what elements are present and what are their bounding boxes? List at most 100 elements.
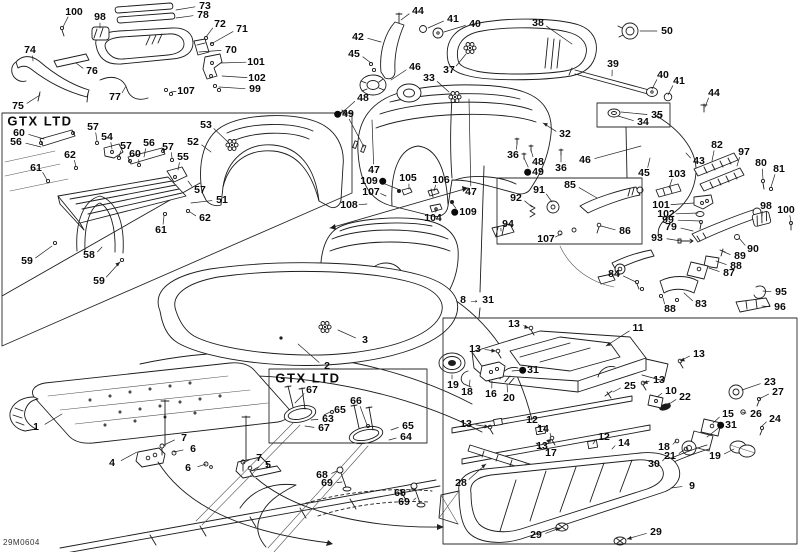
leader-lines: [25, 6, 792, 540]
leader-arrowhead: [491, 348, 496, 353]
leader-line: [35, 245, 53, 259]
gtx-rear-cowl: [200, 115, 344, 209]
leader-line: [359, 406, 368, 426]
leader-arrowhead: [115, 262, 120, 267]
leader-line: [712, 416, 720, 424]
leader-line: [367, 37, 382, 43]
leader-line: [390, 427, 399, 431]
leader-line: [530, 149, 534, 158]
leader-line: [675, 212, 699, 215]
region-box-gtx-ltd-top: [1, 112, 353, 347]
leader-line: [173, 449, 184, 453]
seat-base-pan: [157, 262, 459, 366]
leader-line: [198, 50, 222, 53]
leader-line: [336, 481, 343, 483]
leader-line: [736, 157, 740, 167]
leader-line: [545, 193, 553, 203]
leader-line: [75, 62, 84, 69]
document-code: 29M0604: [3, 538, 40, 547]
leader-line: [436, 81, 450, 93]
leader-line: [789, 215, 792, 223]
leader-line: [380, 193, 387, 197]
leader-line: [242, 459, 250, 464]
leader-line: [118, 150, 121, 158]
leader-line: [74, 160, 77, 168]
leader-line: [143, 148, 146, 158]
leader-line: [170, 91, 177, 93]
leader-line: [506, 383, 508, 393]
leader-line: [670, 202, 695, 205]
leader-line: [594, 145, 642, 159]
leader-line: [523, 157, 529, 168]
leader-line: [337, 329, 356, 339]
front-bumper-assembly: [11, 25, 149, 103]
leader-line: [400, 13, 410, 21]
leader-line: [62, 16, 69, 28]
leader-line: [667, 85, 674, 96]
leader-line: [715, 260, 727, 265]
region-box-rear-rack: [442, 317, 798, 545]
leader-line: [666, 238, 682, 242]
leader-line: [600, 225, 616, 231]
leader-arrowhead: [627, 535, 632, 540]
leader-line: [758, 393, 769, 400]
region-box-gtx-ltd-bottom: [268, 368, 428, 444]
leader-line: [120, 451, 138, 461]
leader-line: [371, 119, 374, 165]
leader-line: [592, 439, 596, 445]
leader-line: [511, 370, 520, 372]
leader-line: [362, 56, 372, 64]
leader-arrowhead: [643, 380, 648, 385]
leader-line: [177, 162, 180, 171]
leader-line: [97, 246, 103, 253]
leader-line: [468, 98, 472, 187]
leader-line: [331, 470, 338, 474]
leader-line: [605, 330, 630, 347]
leader-line: [578, 187, 598, 199]
leader-line: [455, 53, 467, 67]
leader-line: [390, 69, 407, 81]
leader-line: [670, 486, 683, 489]
leader-line: [723, 251, 731, 255]
leader-line: [26, 94, 41, 104]
leader-line: [617, 115, 634, 121]
leader-line: [218, 86, 246, 90]
leader-line: [724, 448, 735, 455]
leader-line: [163, 439, 175, 446]
leader-line: [620, 111, 648, 115]
leader-line: [175, 15, 194, 19]
leader-line: [297, 343, 320, 363]
leader-arrowhead: [606, 342, 611, 346]
leader-line: [358, 203, 368, 206]
leader-line: [761, 305, 771, 308]
main-seat: [339, 84, 564, 217]
leader-line: [443, 25, 466, 33]
reference-lines: [478, 126, 628, 319]
right-side-parts: [634, 152, 793, 313]
leader-line: [612, 387, 621, 393]
bottom-plate-assembly: [9, 362, 444, 546]
leader-line: [451, 202, 457, 209]
leader-arrowhead: [481, 464, 486, 469]
leader-arrowhead: [666, 402, 671, 406]
leader-line: [348, 118, 365, 148]
leader-line: [25, 142, 42, 148]
leader-line: [662, 455, 668, 462]
leader-line: [555, 233, 562, 238]
leader-line: [171, 152, 173, 159]
leader-arrowhead: [543, 123, 548, 127]
leader-line: [189, 211, 197, 217]
leader-line: [761, 168, 764, 180]
leader-line: [546, 25, 573, 45]
leader-line: [343, 101, 356, 112]
leader-line: [672, 440, 677, 445]
leader-line: [221, 75, 248, 79]
leader-arrowhead: [484, 424, 489, 429]
leader-line: [611, 445, 616, 450]
leader-line: [685, 152, 691, 159]
leader-line: [741, 383, 761, 391]
gtx-mount-plates: [195, 385, 426, 552]
rear-rack-assembly: [438, 325, 765, 546]
leader-line: [524, 200, 533, 208]
